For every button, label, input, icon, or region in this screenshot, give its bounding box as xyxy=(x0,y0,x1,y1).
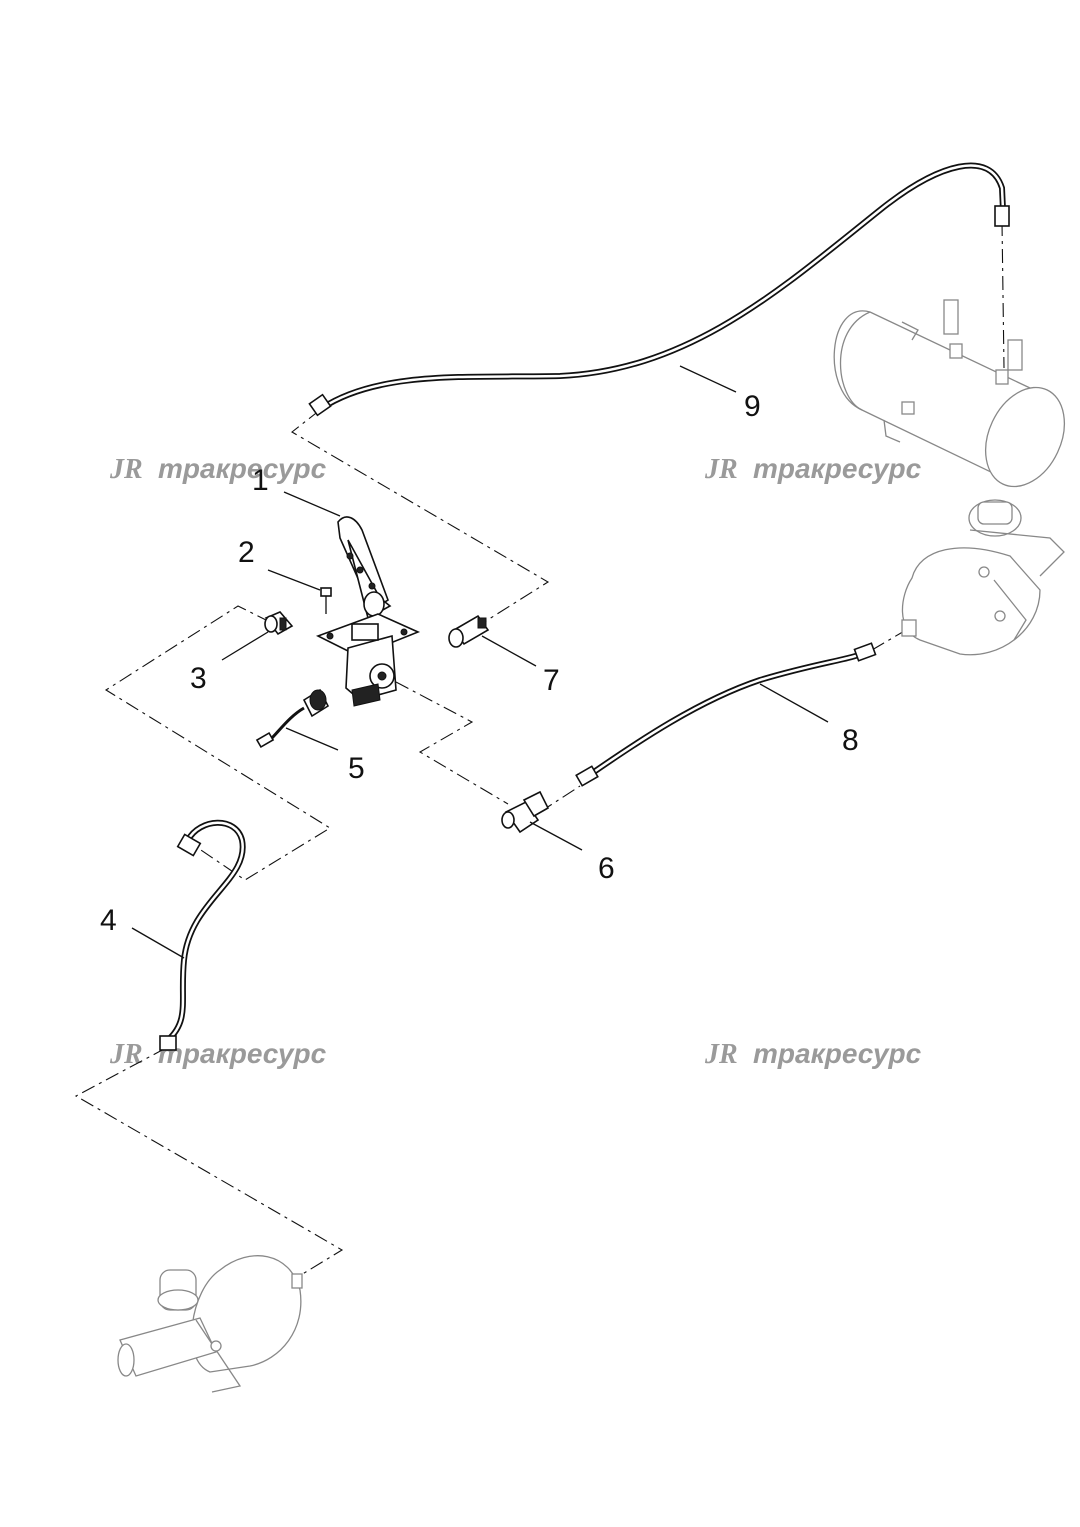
hose8-fitting-left xyxy=(575,765,599,787)
hose9-fitting-right xyxy=(994,205,1010,227)
dash-hose8-to-booster xyxy=(871,629,907,651)
valve-bottom-ring xyxy=(351,683,381,707)
lower-booster xyxy=(117,1255,303,1393)
leader-lines xyxy=(131,365,829,959)
callout-9: 9 xyxy=(744,390,761,423)
hose8-fitting-right xyxy=(853,642,877,662)
hose-9 xyxy=(308,162,1010,417)
tank-port-a xyxy=(949,343,963,359)
dash-valve-to-elbow6 xyxy=(395,681,509,805)
hose-4 xyxy=(159,819,246,1051)
tank-port-c xyxy=(901,401,915,415)
watermark-logo: JR xyxy=(704,454,738,485)
valve-top xyxy=(351,623,379,641)
callout-7: 7 xyxy=(543,664,560,697)
watermark-text: тракресурс xyxy=(753,453,922,484)
leader-8 xyxy=(759,683,829,723)
callouts: 1 2 3 4 5 6 7 8 9 xyxy=(100,390,859,937)
elbow-6 xyxy=(501,790,550,834)
watermark-text: тракресурс xyxy=(158,1038,327,1069)
sensor-5 xyxy=(255,688,330,749)
leader-6 xyxy=(529,821,583,851)
air-tank xyxy=(833,299,1065,488)
watermark-text: тракресурс xyxy=(753,1038,922,1069)
callout-6: 6 xyxy=(598,852,615,885)
hose-8 xyxy=(575,642,877,787)
pedal-roller xyxy=(363,591,385,617)
hose4-fitting-bottom xyxy=(159,1035,177,1051)
leader-5 xyxy=(285,727,339,751)
watermark-logo: JR xyxy=(109,1039,143,1070)
leader-3 xyxy=(221,631,269,661)
dash-hose4-to-lower-booster xyxy=(74,1047,344,1279)
upper-booster xyxy=(901,499,1065,656)
watermark-logo: JR xyxy=(109,454,143,485)
tank-bracket-left xyxy=(943,299,959,335)
bolt-2 xyxy=(320,587,332,614)
watermark-top-left: JR тракресурс xyxy=(109,453,327,485)
leader-2 xyxy=(267,569,321,591)
watermark-bottom-left: JR тракресурс xyxy=(109,1038,327,1070)
leader-9 xyxy=(679,365,737,393)
callout-4: 4 xyxy=(100,904,117,937)
callout-8: 8 xyxy=(842,724,859,757)
leader-1 xyxy=(283,491,341,517)
tank-port-b xyxy=(995,369,1009,385)
leader-4 xyxy=(131,927,185,959)
watermark-bottom-right: JR тракресурс xyxy=(704,1038,922,1070)
watermark-text: тракресурс xyxy=(158,453,327,484)
upper-booster-port xyxy=(901,619,917,637)
dash-hose9-to-valve xyxy=(291,409,550,627)
fitting-3 xyxy=(264,611,294,636)
callout-2: 2 xyxy=(238,536,255,569)
watermark-logo: JR xyxy=(704,1039,738,1070)
callout-3: 3 xyxy=(190,662,207,695)
leader-7 xyxy=(481,635,537,667)
watermark-top-right: JR тракресурс xyxy=(704,453,922,485)
callout-5: 5 xyxy=(348,752,365,785)
hose9-fitting-left xyxy=(308,393,332,417)
callout-1: 1 xyxy=(252,464,269,497)
brake-pedal-valve xyxy=(315,516,421,707)
tank-bracket-right xyxy=(1007,339,1023,371)
dash-fitting3-to-hose4 xyxy=(104,605,332,881)
hose4-fitting-top xyxy=(176,833,202,857)
dash-hose9-to-tank xyxy=(1001,221,1005,369)
fitting-7 xyxy=(448,614,490,648)
